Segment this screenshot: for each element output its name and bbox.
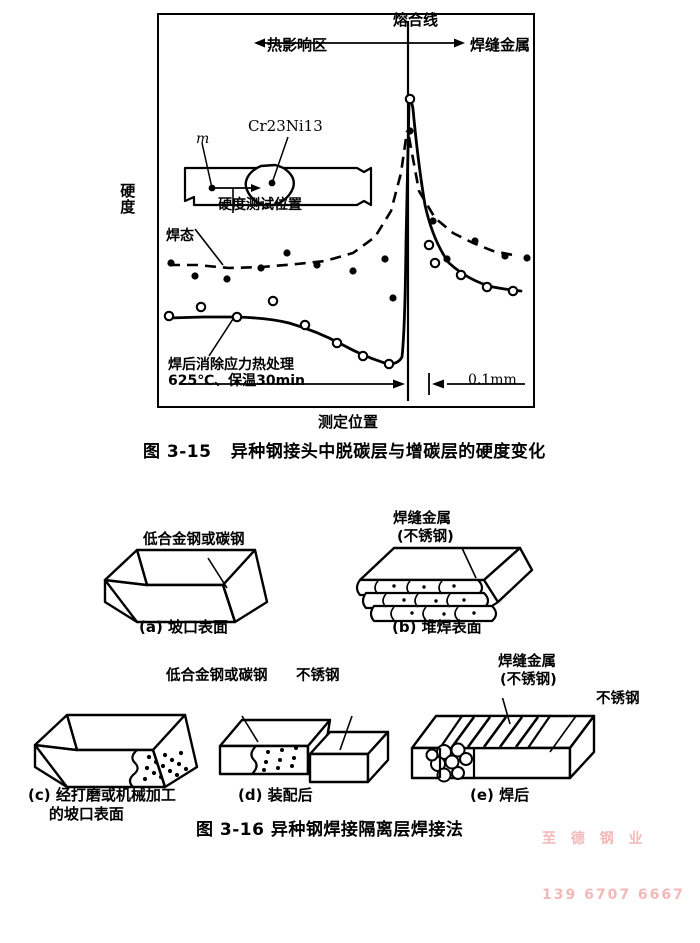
panel-c-drawing bbox=[33, 713, 199, 789]
panel-a-label-0: 低合金钢或碳钢 bbox=[143, 532, 245, 548]
panel-e-caption: (e) 焊后 bbox=[470, 786, 530, 804]
fusion-line-label: 熔合线 bbox=[393, 11, 439, 29]
panel-a-drawing bbox=[103, 548, 269, 624]
panel-a-caption: (a) 坡口表面 bbox=[139, 618, 229, 636]
inset-m-leader bbox=[201, 142, 213, 189]
weld-metal-arrowhead bbox=[454, 38, 465, 48]
points-as-welded bbox=[167, 127, 531, 302]
watermark-company: 至 德 钢 业 bbox=[542, 830, 648, 847]
y-axis-label: 硬度 bbox=[118, 183, 137, 215]
panel-e-label-2: 不锈钢 bbox=[596, 691, 640, 707]
figure-3-16-caption: 图 3-16 异种钢焊接隔离层焊接法 bbox=[196, 820, 464, 840]
panel-b-label-1: (不锈钢) bbox=[397, 529, 454, 545]
scale-bar bbox=[185, 373, 525, 395]
panel-d-label-1: 不锈钢 bbox=[296, 668, 340, 684]
panel-e-drawing bbox=[410, 698, 596, 783]
chart-plot-frame bbox=[157, 13, 535, 408]
x-axis-label: 测定位置 bbox=[318, 413, 379, 431]
chart-curves bbox=[163, 21, 531, 401]
inset-cr-leader bbox=[271, 136, 289, 184]
inset-alloy-label: Cr23Ni13 bbox=[248, 117, 323, 135]
figure-3-15: 熔合线 热影响区 焊缝金属 Cr23Ni13 m 硬度测试位置 焊态 焊后消除应… bbox=[118, 11, 546, 462]
inset-weld-section bbox=[183, 136, 373, 213]
points-pwht bbox=[163, 93, 519, 370]
curve-pwht bbox=[167, 99, 523, 366]
panel-c-caption: (c) 经打磨或机械加工 的坡口表面 bbox=[28, 786, 176, 823]
haz-arrowhead bbox=[254, 38, 265, 48]
inset-m-label: m bbox=[196, 131, 210, 147]
panel-d-drawing bbox=[218, 715, 390, 784]
panel-b-drawing bbox=[355, 546, 534, 623]
panel-b-caption: (b) 堆焊表面 bbox=[392, 618, 482, 636]
inset-measure-arrowhead bbox=[251, 184, 261, 192]
figure-3-15-caption: 图 3-15 异种钢接头中脱碳层与增碳层的硬度变化 bbox=[143, 442, 546, 462]
scale-arrowhead-left bbox=[393, 379, 405, 389]
curve-as-welded-right bbox=[407, 136, 514, 257]
series-as-welded-label: 焊态 bbox=[166, 228, 194, 244]
document-page: 熔合线 热影响区 焊缝金属 Cr23Ni13 m 硬度测试位置 焊态 焊后消除应… bbox=[0, 11, 700, 903]
figure-3-16: 低合金钢或碳钢 (a) 坡口表面 bbox=[0, 490, 700, 862]
scale-bar-label: 0.1mm bbox=[468, 372, 517, 388]
inset-test-position-label: 硬度测试位置 bbox=[218, 197, 302, 213]
curve-as-welded-left bbox=[169, 130, 409, 270]
scale-arrowhead-right bbox=[432, 379, 444, 389]
panel-e-label-1: (不锈钢) bbox=[500, 672, 557, 688]
series-pwht-label: 焊后消除应力热处理 625℃、保温30min bbox=[168, 357, 306, 390]
panel-d-label-0: 低合金钢或碳钢 bbox=[166, 668, 268, 684]
watermark: 至 德 钢 业 139 6707 6667 bbox=[542, 792, 685, 943]
panel-b-label-0: 焊缝金属 bbox=[393, 511, 451, 527]
panel-d-caption: (d) 装配后 bbox=[238, 786, 313, 804]
panel-e-label-0: 焊缝金属 bbox=[498, 654, 556, 670]
weld-metal-label: 焊缝金属 bbox=[470, 36, 531, 54]
pwht-leader bbox=[208, 318, 234, 357]
watermark-phone: 139 6707 6667 bbox=[542, 887, 685, 904]
haz-label: 热影响区 bbox=[267, 36, 328, 54]
as-welded-leader bbox=[194, 228, 224, 266]
